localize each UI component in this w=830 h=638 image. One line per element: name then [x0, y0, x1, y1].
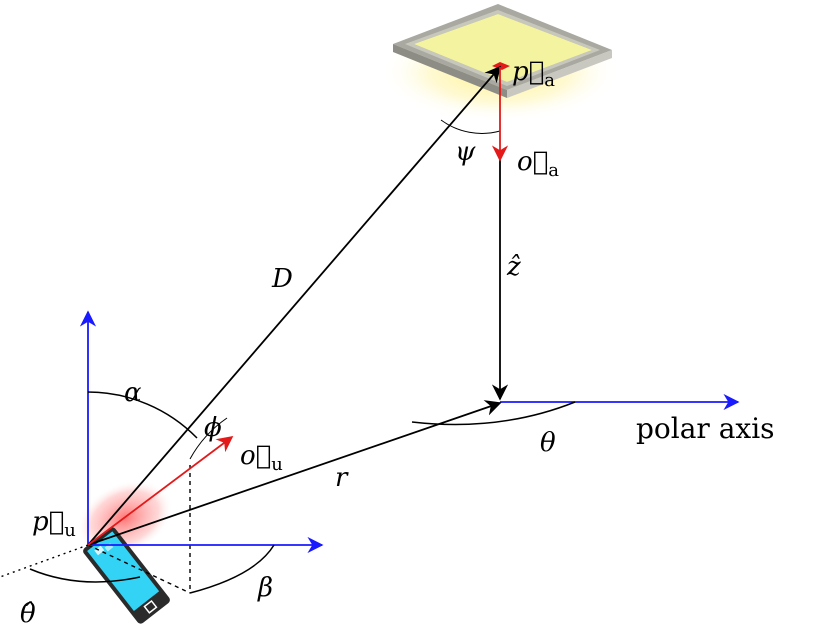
label-psi: ψ: [455, 137, 476, 167]
theta-hat-arc: [29, 568, 141, 583]
label-beta: β: [257, 573, 273, 603]
beta-arc: [189, 544, 275, 594]
alpha-arc: [87, 391, 198, 439]
vector-o-u: [87, 436, 234, 546]
label-o-a: o⃗a: [517, 147, 559, 181]
label-theta-hat: θ̂: [20, 599, 36, 629]
label-p-u: p⃗u: [32, 507, 76, 541]
label-r: r: [335, 463, 349, 493]
labels: p⃗a o⃗a ψ ẑ D α ϕ o⃗u r θ polar axis p⃗u…: [20, 57, 775, 629]
label-p-a: p⃗a: [512, 57, 555, 91]
beta-dashed-line: [87, 544, 191, 594]
label-alpha: α: [124, 378, 142, 408]
label-polar-axis: polar axis: [636, 412, 775, 445]
psi-arc: [440, 119, 501, 134]
label-theta: θ: [540, 428, 556, 458]
label-D: D: [271, 264, 293, 294]
phi-arc: [189, 417, 228, 460]
guide-lines: [0, 465, 191, 594]
vector-D: [87, 65, 502, 546]
theta-hat-dotted-line: [0, 544, 89, 578]
axes: [79, 310, 740, 554]
angle-arcs: [29, 119, 576, 594]
label-phi: ϕ: [204, 413, 222, 443]
vectors: [87, 65, 509, 546]
ceiling-light-icon: [380, 4, 620, 122]
label-z-hat: ẑ: [506, 252, 521, 282]
label-o-u: o⃗u: [240, 441, 283, 475]
theta-arc: [411, 401, 576, 426]
vector-r: [87, 400, 502, 546]
orientation-vectors: [87, 67, 509, 546]
